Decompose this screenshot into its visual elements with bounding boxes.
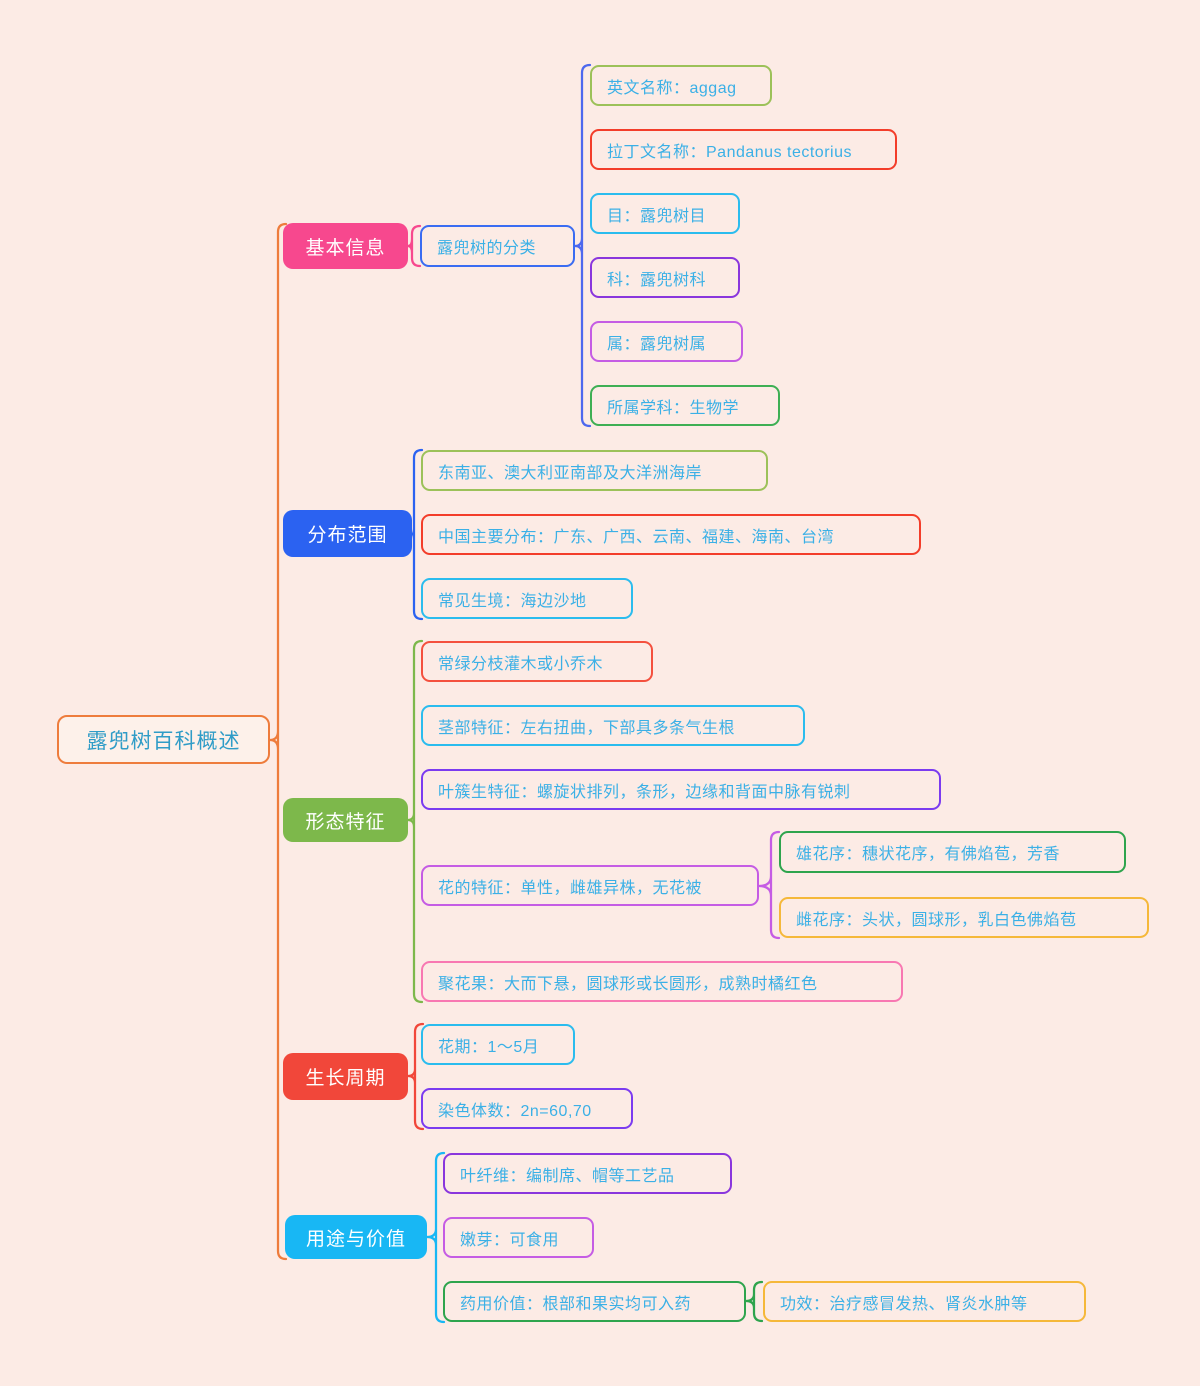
leaf-world-distribution[interactable]: 东南亚、澳大利亚南部及大洋洲海岸 [421, 450, 768, 491]
connector-usage-bracket [425, 1151, 446, 1324]
leaf-china-distribution[interactable]: 中国主要分布：广东、广西、云南、福建、海南、台湾 [421, 514, 921, 555]
leaf-male-inflorescence[interactable]: 雄花序：穗状花序，有佛焰苞，芳香 [779, 831, 1126, 873]
leaf-chromosome-number[interactable]: 染色体数：2n=60,70 [421, 1088, 633, 1129]
leaf-stem-features[interactable]: 茎部特征：左右扭曲，下部具多条气生根 [421, 705, 805, 746]
connector-morphology-bracket [406, 639, 424, 1004]
leaf-flowering-period[interactable]: 花期：1～5月 [421, 1024, 575, 1065]
leaf-edible-shoots[interactable]: 嫩芽：可食用 [443, 1217, 594, 1258]
leaf-latin-name[interactable]: 拉丁文名称：Pandanus tectorius [590, 129, 897, 170]
leaf-order[interactable]: 目：露兜树目 [590, 193, 740, 234]
leaf-female-inflorescence[interactable]: 雌花序：头状，圆球形，乳白色佛焰苞 [779, 897, 1149, 938]
connector-medicinal-brace [744, 1280, 764, 1323]
leaf-flower-features[interactable]: 花的特征：单性，雌雄异株，无花被 [421, 865, 759, 906]
branch-basic-info[interactable]: 基本信息 [283, 223, 408, 269]
node-root[interactable]: 露兜树百科概述 [57, 715, 270, 764]
leaf-habitat[interactable]: 常见生境：海边沙地 [421, 578, 633, 619]
branch-growth-cycle[interactable]: 生长周期 [283, 1053, 408, 1100]
leaf-plant-type[interactable]: 常绿分枝灌木或小乔木 [421, 641, 653, 682]
leaf-english-name[interactable]: 英文名称：aggag [590, 65, 772, 106]
leaf-genus[interactable]: 属：露兜树属 [590, 321, 743, 362]
connector-classification-bracket [573, 63, 592, 428]
branch-usage-value[interactable]: 用途与价值 [285, 1215, 427, 1259]
leaf-fiber-usage[interactable]: 叶纤维：编制席、帽等工艺品 [443, 1153, 732, 1194]
leaf-medicinal-effects[interactable]: 功效：治疗感冒发热、肾炎水肿等 [763, 1281, 1086, 1322]
connector-basic-info-brace [406, 224, 422, 268]
leaf-family[interactable]: 科：露兜树科 [590, 257, 740, 298]
leaf-leaf-features[interactable]: 叶簇生特征：螺旋状排列，条形，边缘和背面中脉有锐刺 [421, 769, 941, 810]
leaf-medicinal-value[interactable]: 药用价值：根部和果实均可入药 [443, 1281, 746, 1322]
connector-root-spine [268, 222, 288, 1261]
leaf-classification[interactable]: 露兜树的分类 [420, 225, 575, 267]
leaf-discipline[interactable]: 所属学科：生物学 [590, 385, 780, 426]
leaf-fruit-features[interactable]: 聚花果：大而下悬，圆球形或长圆形，成熟时橘红色 [421, 961, 903, 1002]
branch-distribution[interactable]: 分布范围 [283, 510, 412, 557]
branch-morphology[interactable]: 形态特征 [283, 798, 408, 842]
connector-flower-brace [757, 830, 781, 940]
